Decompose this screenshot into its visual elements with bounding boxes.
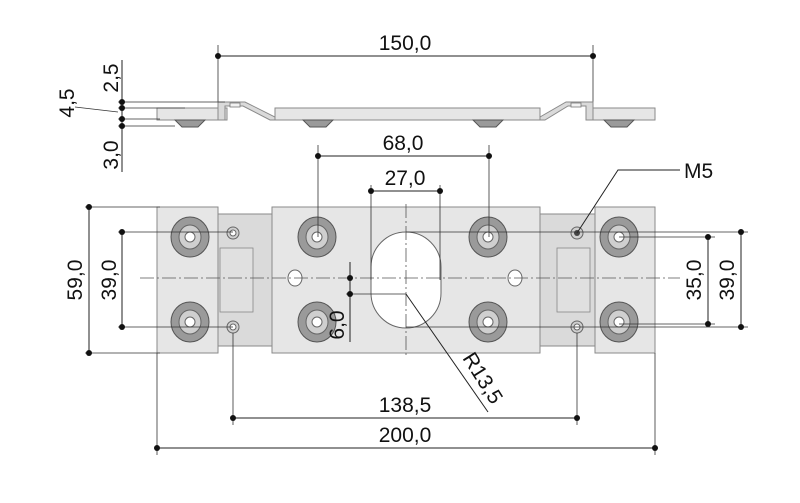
dim-68: 68,0 bbox=[383, 132, 424, 155]
side-center-plate bbox=[274, 107, 541, 121]
dim-39-left: 39,0 bbox=[98, 260, 121, 301]
side-right-bend bbox=[539, 101, 594, 121]
dim-138-5: 138,5 bbox=[379, 394, 432, 417]
side-right-flange bbox=[592, 107, 656, 121]
dim-4-5: 4,5 bbox=[56, 88, 79, 117]
side-view: 150,0 2,5 4,5 3,0 bbox=[56, 32, 656, 172]
side-left-flange bbox=[156, 107, 228, 121]
radius-leader bbox=[405, 293, 489, 413]
dim-27: 27,0 bbox=[385, 167, 426, 190]
dim-39-right: 39,0 bbox=[716, 260, 739, 301]
dim-200: 200,0 bbox=[379, 424, 432, 447]
dim-59: 59,0 bbox=[64, 260, 87, 301]
side-left-bend bbox=[217, 101, 276, 121]
dim-3-0: 3,0 bbox=[100, 140, 123, 169]
countersunk-holes bbox=[170, 216, 639, 343]
dim-35: 35,0 bbox=[683, 260, 706, 301]
dim-150: 150,0 bbox=[379, 32, 432, 55]
dim-2-5: 2,5 bbox=[100, 63, 123, 92]
plan-view: 68,0 27,0 M5 59,0 39,0 35,0 39,0 6,0 bbox=[64, 132, 748, 455]
dim-6: 6,0 bbox=[326, 310, 349, 339]
thread-label-m5: M5 bbox=[684, 160, 713, 183]
